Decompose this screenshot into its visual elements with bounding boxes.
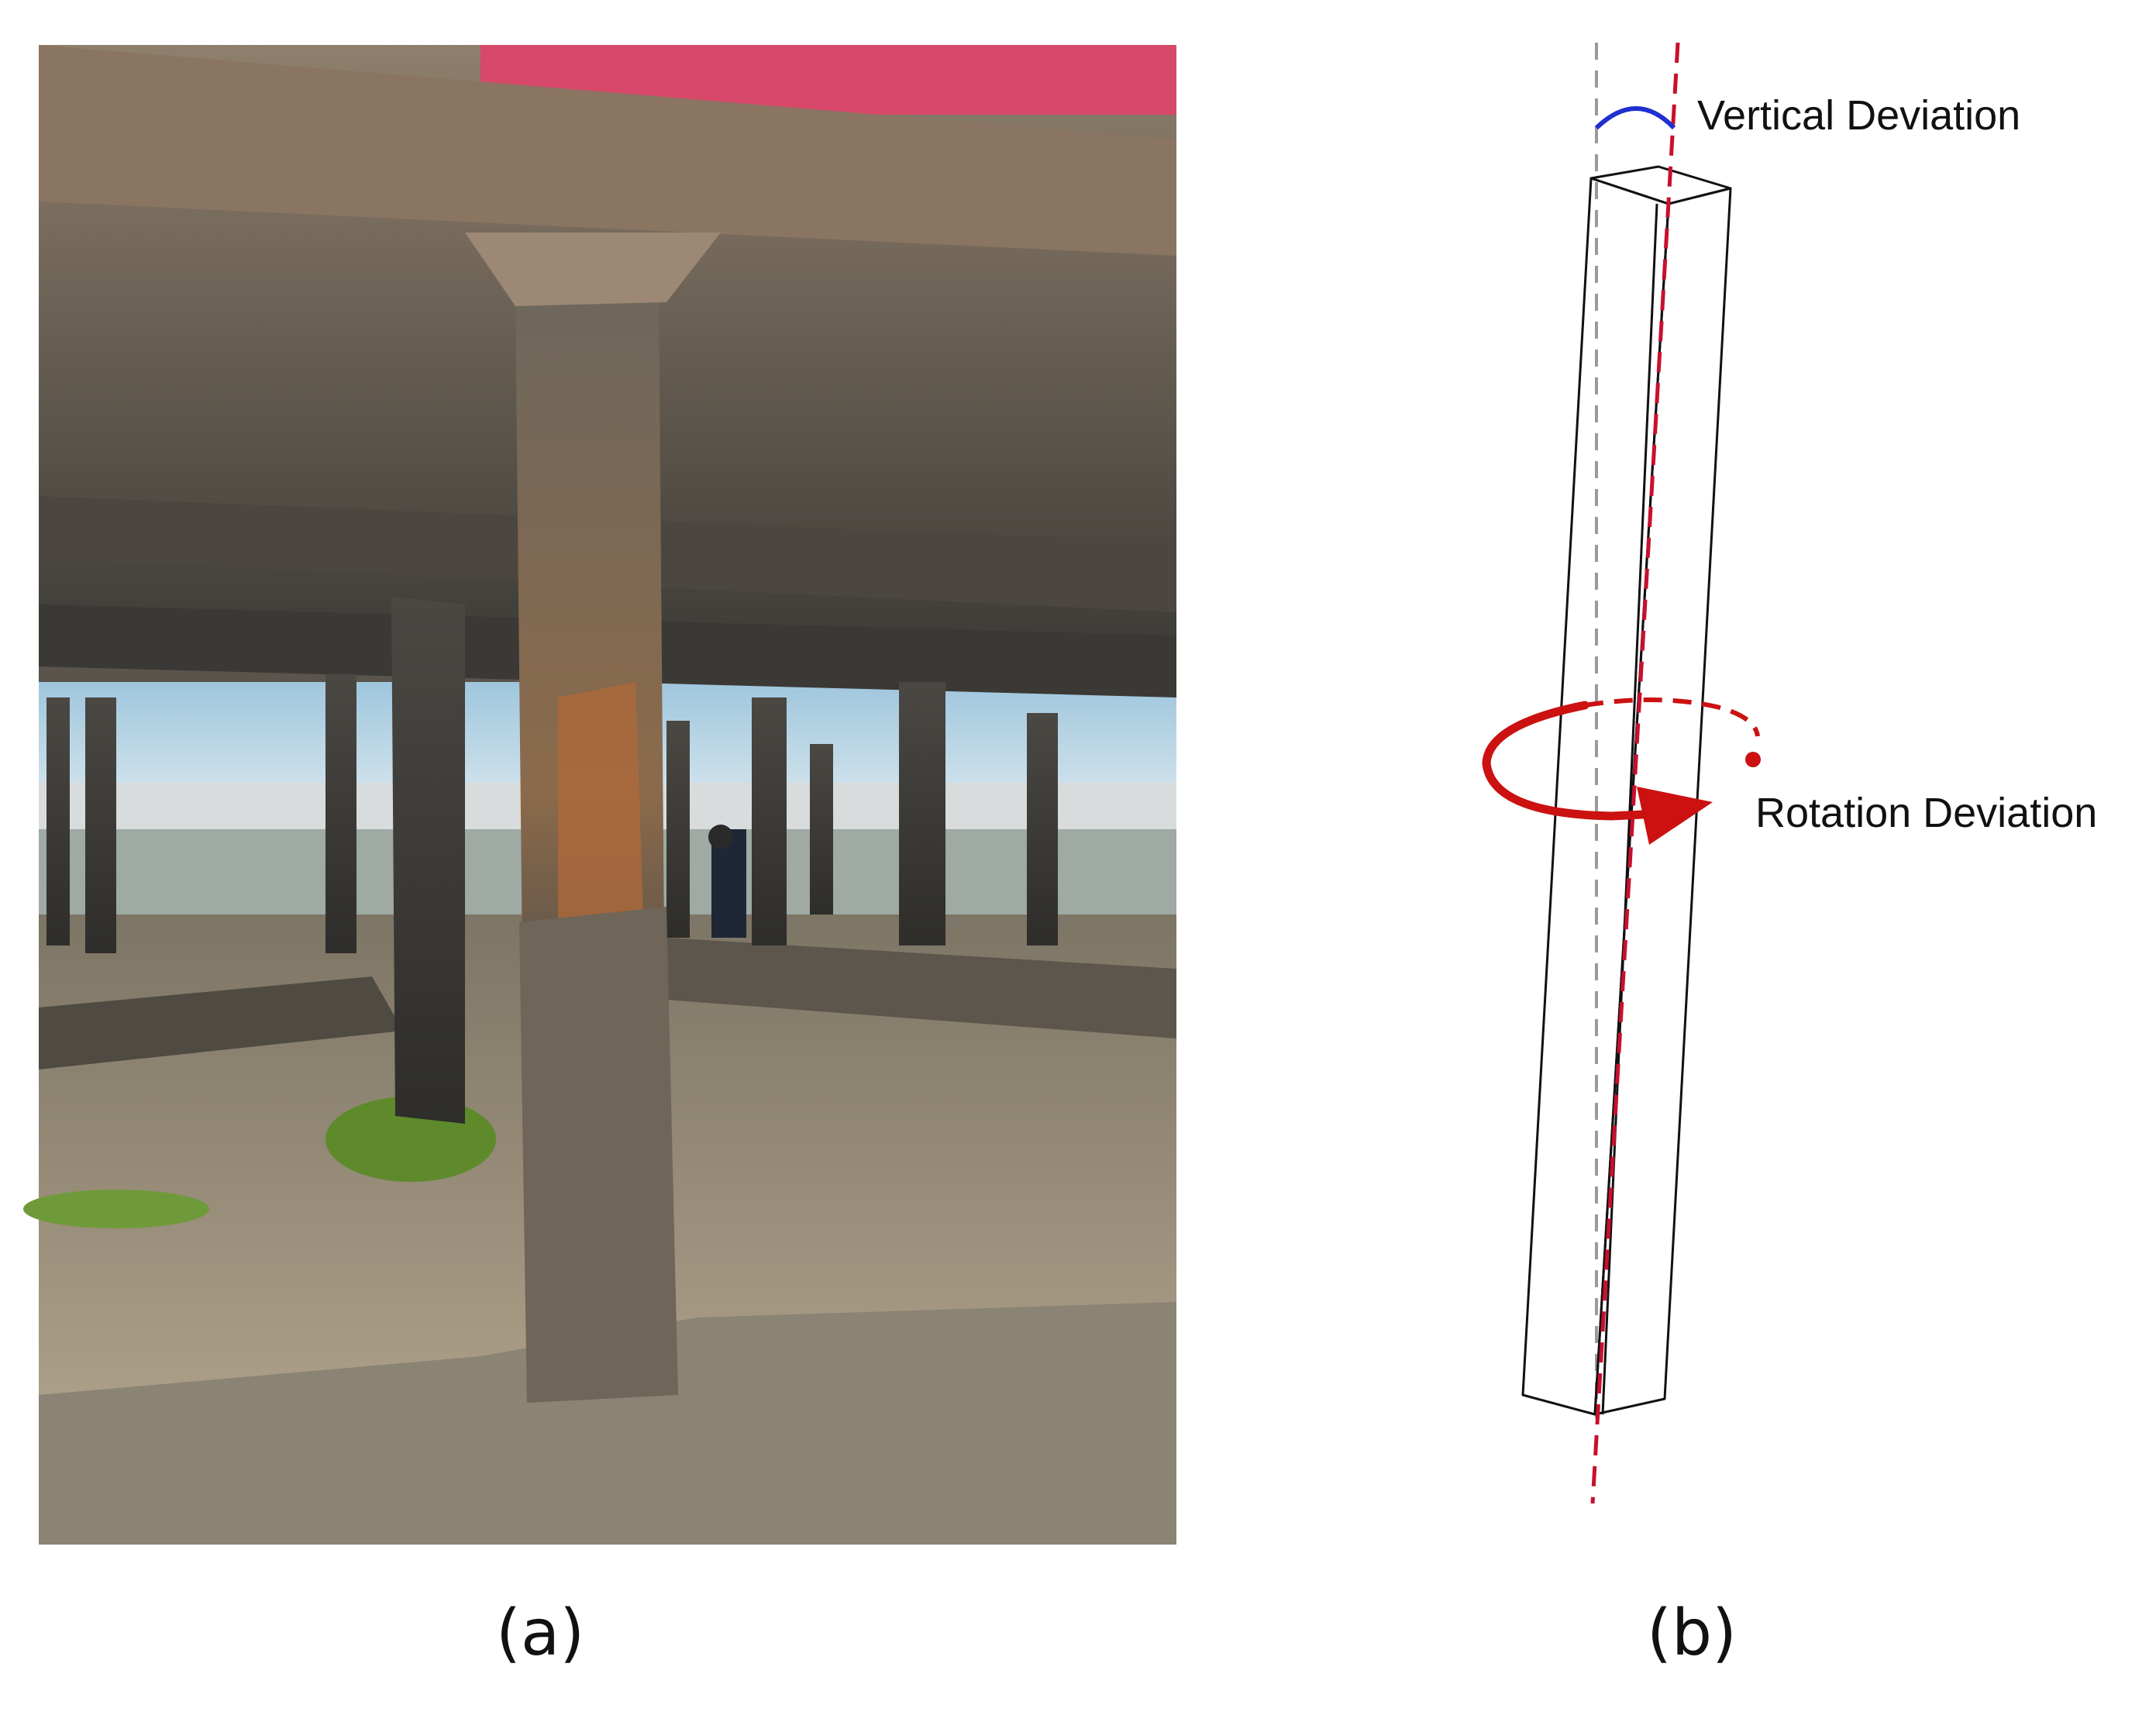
panel-b-label: (b) — [1647, 1596, 1738, 1670]
concrete-beam-ground-left — [39, 976, 403, 1069]
column-base-fouling — [519, 907, 678, 1403]
pier-column-background — [46, 697, 70, 945]
rotation-arrow-back-arc — [1584, 697, 1760, 737]
rotation-deviation-label: Rotation Deviation — [1755, 790, 2098, 836]
pier-column-background — [752, 697, 787, 945]
pier-photograph — [23, 45, 1176, 1545]
pier-column-background — [1027, 713, 1058, 945]
rotation-arrow — [1482, 697, 1761, 845]
pier-column-background — [85, 697, 116, 953]
rotation-arrow-head — [1637, 787, 1713, 845]
rust-stain — [558, 682, 643, 945]
deck-beam-top — [39, 45, 1176, 256]
concrete-beam-ground-right — [666, 938, 1176, 1038]
deviated-axis-line — [1590, 42, 1680, 1504]
panel-a-label: (a) — [496, 1596, 585, 1670]
pier-column-background — [666, 721, 690, 938]
pier-column-mid — [391, 597, 465, 1124]
tilted-pillar — [1521, 165, 1732, 1416]
algae-patch — [23, 1190, 209, 1228]
person-head — [708, 825, 733, 849]
pillar-front-edge — [1601, 203, 1658, 1415]
deviation-diagram — [1482, 42, 1761, 1504]
pier-column-background — [325, 674, 356, 953]
vertical-deviation-arc — [1594, 106, 1676, 130]
rotation-arrow-front-arc — [1482, 701, 1663, 821]
pier-column-background — [899, 682, 945, 945]
column-capital — [465, 232, 721, 306]
vertical-deviation-label: Vertical Deviation — [1697, 92, 2021, 139]
rotation-arrow-dot — [1745, 752, 1761, 767]
pier-column-background — [810, 744, 833, 914]
concrete-footing — [39, 1302, 1176, 1545]
